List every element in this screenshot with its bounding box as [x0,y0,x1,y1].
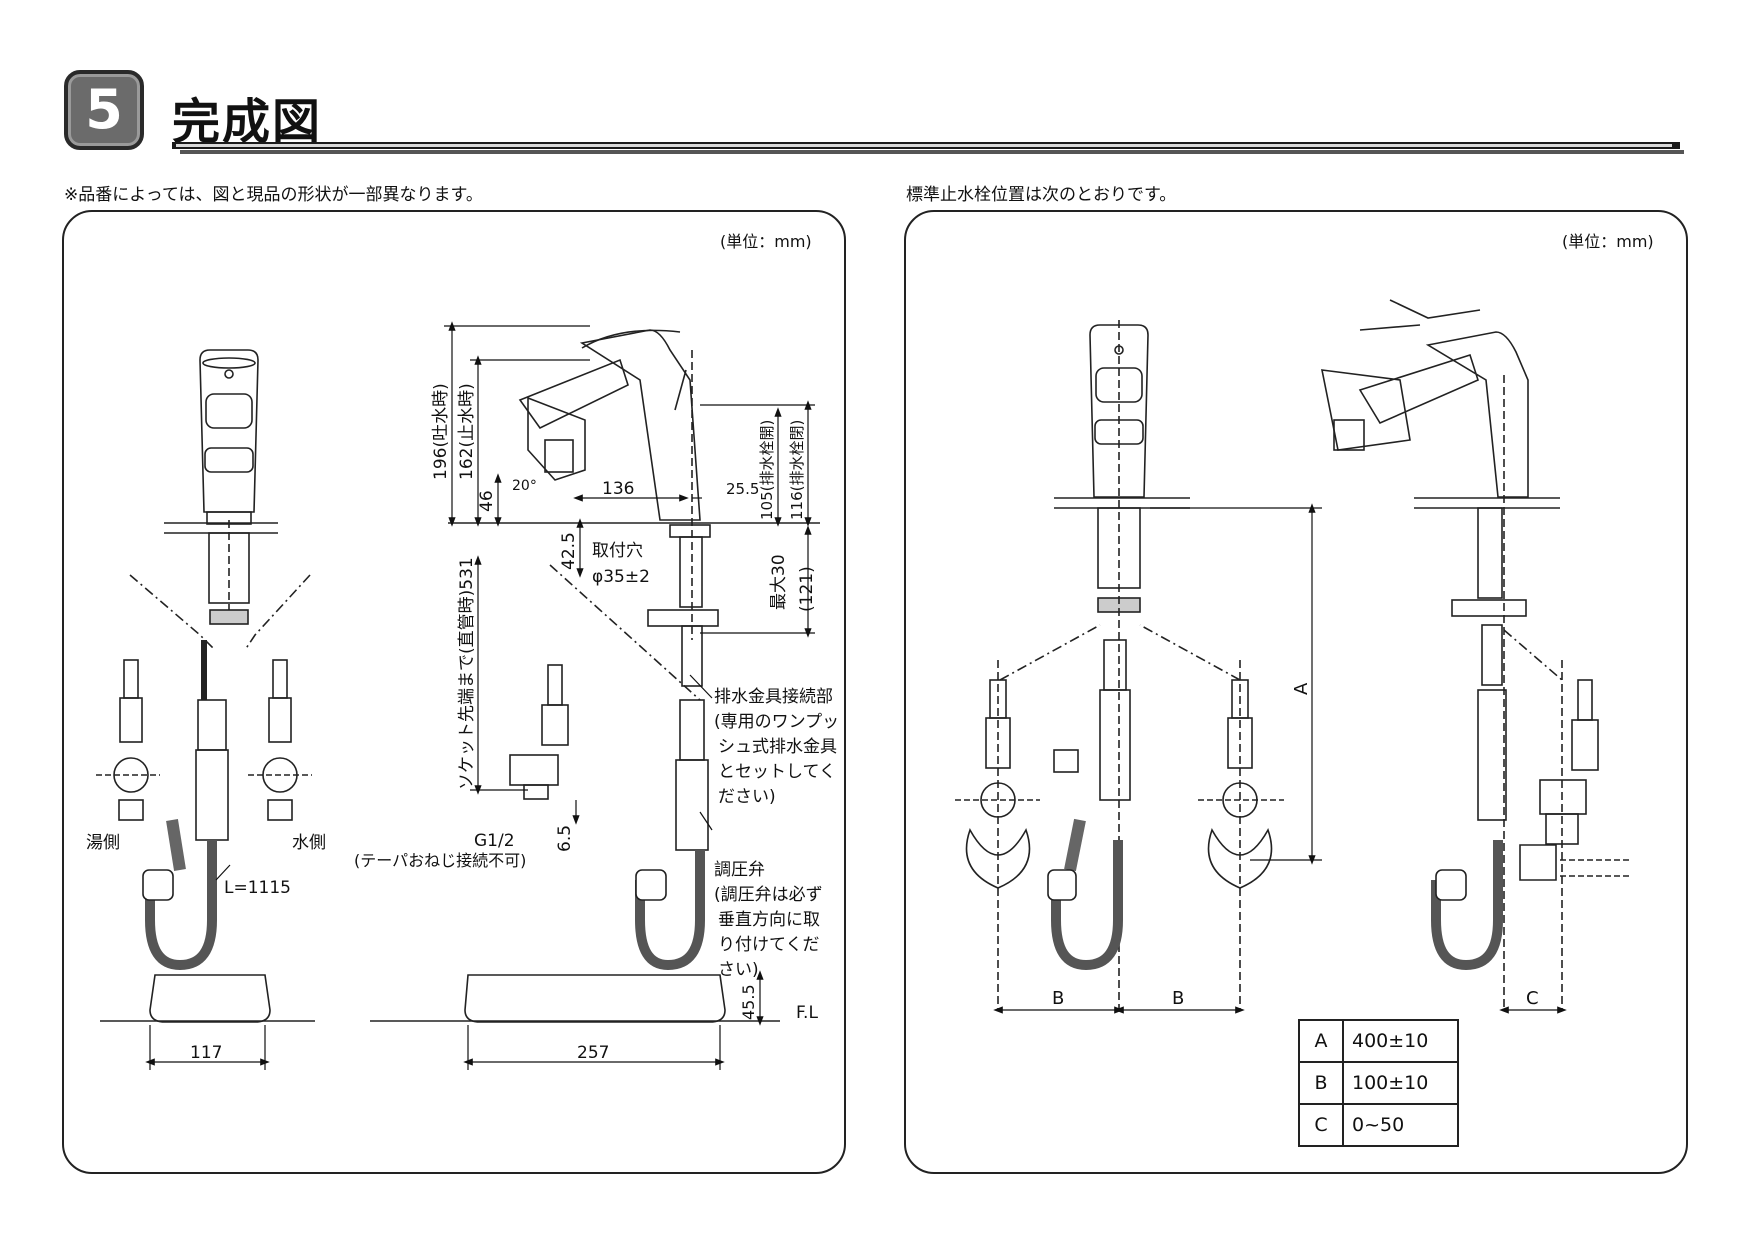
dim-105-label: 105(排水栓開) [758,420,776,520]
taper-note-label: (テーパおねじ接続不可) [354,851,526,870]
title-rule-highlight [176,144,1672,147]
spec-row-b: B 100±10 [1298,1061,1459,1105]
left-unit-label: (単位：mm) [720,232,812,251]
dim-136-label: 136 [602,479,634,499]
left-note: ※品番によっては、図と現品の形状が一部異なります。 [64,185,483,205]
dim-c-label: C [1526,988,1539,1009]
mount-hole-dia-label: φ35±2 [592,567,650,587]
drain-note-line-2: シュ式排水金具 [718,737,837,757]
socket-531-label: ソケット先端まで(直管時)531 [457,557,477,790]
regulator-label: 調圧弁 [714,860,765,880]
drain-note-line-4: ださい) [718,787,776,807]
page-title: 完成図 [172,94,323,150]
section-number-badge: 5 [64,70,144,150]
regulator-note-line-1: (調圧弁は必ず [714,885,823,905]
floor-level-label: F.L [796,1003,818,1023]
spec-value: 0~50 [1342,1103,1459,1147]
drain-note-line-3: とセットしてく [718,762,836,782]
left-side-view [370,329,820,1023]
dim-121-label: (121) [797,566,817,612]
dim-46-label: 46 [477,490,497,512]
dim-42-5-label: 42.5 [559,532,579,570]
hose-length-label: L=1115 [224,878,291,898]
dim-45-5-label: 45.5 [739,984,758,1020]
right-front-view [955,320,1284,1010]
left-dimension-lines [145,321,815,1070]
right-drawing-panel [904,210,1688,1174]
dim-116-label: 116(排水栓閉) [788,420,806,520]
right-side-view [1320,299,1630,1010]
dim-6-5-label: 6.5 [555,825,575,852]
spec-value: 400±10 [1342,1019,1459,1063]
drain-note-line-1: (専用のワンプッ [714,712,839,732]
regulator-note-line-3: り付けてくだ [718,935,820,955]
dim-b-left-label: B [1052,988,1064,1009]
title-rule-shadow [180,150,1684,154]
regulator-note-line-2: 垂直方向に取 [718,910,820,930]
left-drawing-panel [62,210,846,1174]
dim-a-label: A [1291,682,1312,695]
dim-25-5-label: 25.5 [726,480,759,498]
right-note: 標準止水栓位置は次のとおりです。 [906,185,1177,205]
spec-key: B [1298,1061,1344,1105]
spec-table: A 400±10 B 100±10 C 0~50 [1298,1019,1459,1147]
max-30-label: 最大30 [769,554,789,610]
spec-key: C [1298,1103,1344,1147]
mount-hole-label: 取付穴 [592,541,643,561]
angle-label: 20° [512,478,537,494]
dim-162-label: 162(止水時) [457,383,477,480]
right-dimension-lines [993,503,1567,1014]
spec-row-c: C 0~50 [1298,1103,1459,1147]
spec-value: 100±10 [1342,1061,1459,1105]
left-front-view [96,349,315,1023]
dim-b-right-label: B [1172,988,1184,1009]
spec-key: A [1298,1019,1344,1063]
right-unit-label: (単位：mm) [1562,232,1654,251]
drain-connection-label: 排水金具接続部 [714,687,833,707]
dim-196-label: 196(吐水時) [431,383,451,480]
right-labels: A B B C [1052,682,1539,1009]
dim-257-label: 257 [577,1043,609,1063]
g12-label: G1/2 [474,831,515,851]
left-labels: 湯側 水側 L=1115 196(吐水時) 162(止水時) 46 20° 13… [86,383,839,1063]
cold-side-label: 水側 [292,833,326,853]
regulator-note-line-4: さい) [718,960,759,980]
spec-row-a: A 400±10 [1298,1019,1459,1063]
dim-117-label: 117 [190,1043,222,1063]
hot-side-label: 湯側 [86,833,120,853]
